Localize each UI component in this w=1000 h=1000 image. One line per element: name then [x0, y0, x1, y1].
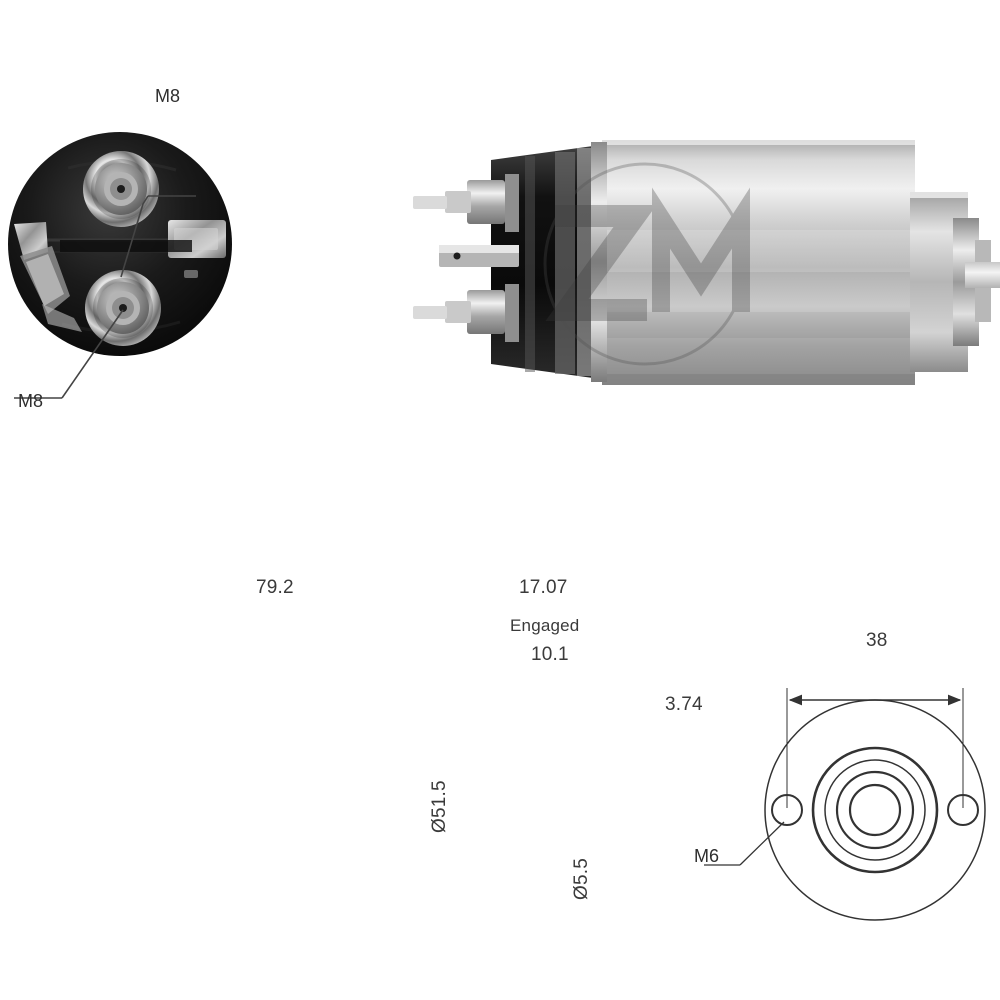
dim-note-engaged: Engaged: [510, 616, 580, 635]
terminal-m8-upper-photo: [83, 151, 159, 227]
dim-label-dia-5-5: Ø5.5: [571, 858, 592, 900]
plunger-rod-photo: [965, 262, 1000, 288]
end-view-ring-2: [824, 759, 926, 861]
zm-watermark: [543, 162, 750, 366]
end-view-drawing: [704, 688, 986, 921]
dim-label-17-07: 17.07: [519, 577, 568, 598]
m8-lower-leader-line: [61, 309, 124, 399]
terminal-blade-photo: [439, 245, 519, 267]
m6-label: M6: [694, 846, 720, 866]
terminal-stud-upper-photo: [413, 174, 519, 232]
m8-upper-label: M8: [155, 86, 181, 106]
dim-label-dia-51-5: Ø51.5: [429, 780, 450, 833]
end-view-ring-3: [835, 770, 915, 850]
m8-lower-label: M8: [18, 391, 44, 411]
front-face-photo: [8, 128, 233, 360]
end-view-ring-1: [811, 746, 939, 874]
side-elevation-drawing: [0, 560, 700, 1000]
m8-upper-leader-line: [120, 195, 149, 278]
dim-label-10-1: 10.1: [531, 644, 569, 665]
terminal-m8-lower-photo: [85, 270, 161, 346]
end-view-outer-circle: [764, 699, 986, 921]
dim-label-38: 38: [866, 630, 888, 651]
m6-leader-line: [739, 821, 785, 866]
dim-label-79-2: 79.2: [256, 577, 294, 598]
end-view-bore: [848, 783, 902, 837]
front-view-leaders: [14, 195, 196, 399]
terminal-stud-lower-photo: [413, 284, 519, 342]
dim-label-3-74: 3.74: [665, 694, 703, 715]
side-product-photo: [405, 112, 1000, 412]
